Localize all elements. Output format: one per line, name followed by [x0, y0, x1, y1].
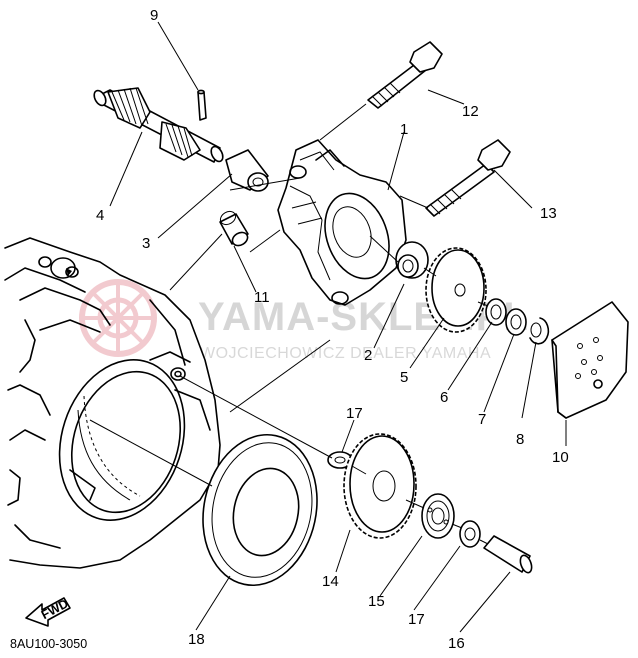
diagram-code: 8AU100-3050	[10, 637, 87, 651]
part-13-bolt	[425, 139, 511, 217]
callout-11: 11	[254, 289, 270, 306]
watermark-subtitle: WOJCIECHOWICZ DEALER YAMAHA	[200, 345, 491, 362]
callout-numbers: 9 4 3 1 12 13 11 2 5 6 7 8 10 17 14 15 1…	[96, 7, 569, 652]
part-8-clip	[529, 317, 550, 345]
leader-lines	[109, 21, 567, 633]
crankcase-housing	[4, 237, 221, 569]
callout-5: 5	[400, 369, 408, 386]
callout-16: 16	[448, 635, 465, 652]
part-16-sleeve	[483, 535, 533, 574]
part-11-bushing	[219, 210, 249, 247]
part-4-worm-shaft	[93, 87, 224, 163]
callout-10: 10	[552, 449, 569, 466]
part-15-bearing	[421, 493, 455, 539]
callout-7: 7	[478, 411, 486, 428]
callout-3: 3	[142, 235, 150, 252]
callout-8: 8	[516, 431, 524, 448]
callout-17-lower: 17	[408, 611, 425, 628]
callout-4: 4	[96, 207, 104, 224]
callout-12: 12	[462, 103, 479, 120]
callout-18: 18	[188, 631, 205, 648]
part-9-pin	[197, 89, 207, 121]
part-12-bolt	[367, 41, 443, 109]
callout-6: 6	[440, 389, 448, 406]
callout-1: 1	[400, 121, 408, 138]
callout-13: 13	[540, 205, 557, 222]
part-6-washer	[485, 298, 507, 326]
watermark-logo	[79, 279, 157, 357]
fwd-label: FWD	[39, 596, 71, 622]
callout-9: 9	[150, 7, 158, 24]
callout-2: 2	[364, 347, 372, 364]
part-10-cover-plate	[551, 301, 629, 419]
part-2-washer	[395, 241, 429, 279]
part-17-washer-lower	[459, 520, 481, 548]
part-14-large-gear	[343, 433, 417, 539]
part-7-washer	[505, 308, 527, 336]
fwd-arrow-icon: FWD	[25, 596, 71, 627]
part-1-pump-housing	[277, 139, 407, 306]
callout-15: 15	[368, 593, 385, 610]
assembly-lines	[89, 103, 489, 545]
part-18-oil-seal	[202, 433, 318, 587]
part-5-gear	[425, 247, 487, 333]
callout-14: 14	[322, 573, 339, 590]
callout-17-top: 17	[346, 405, 363, 422]
